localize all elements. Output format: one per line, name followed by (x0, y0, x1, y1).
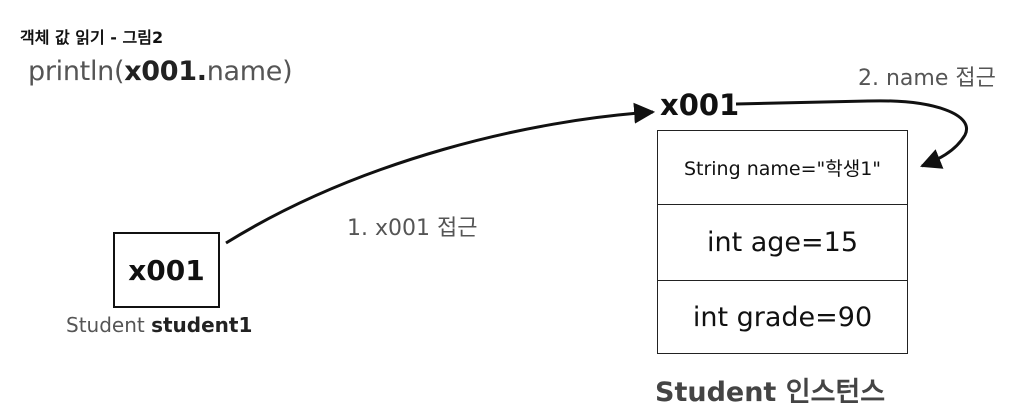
step2-label: 2. name 접근 (858, 66, 996, 91)
instance-box: String name="학생1" int age=15 int grade=9… (657, 130, 908, 354)
arrow-access-address (225, 102, 656, 245)
instance-address: x001 (660, 88, 740, 122)
reference-value: x001 (128, 253, 205, 287)
arrow-access-name (735, 99, 968, 169)
code-prefix: println( (28, 56, 125, 87)
instance-label: Student 인스턴스 (655, 377, 886, 408)
field-grade: int grade=90 (692, 301, 873, 333)
variable-type: Student (66, 313, 145, 337)
step1-label: 1. x001 접근 (347, 216, 478, 241)
reference-variable-box: x001 (113, 232, 220, 308)
code-ref: x001. (124, 56, 207, 87)
code-suffix: name) (206, 56, 293, 87)
variable-name: student1 (151, 313, 253, 337)
code-statement: println(x001.name) (28, 56, 293, 87)
variable-label: Student student1 (66, 313, 252, 337)
field-name: String name="학생1" (658, 131, 907, 205)
diagram-title: 객체 값 읽기 - 그림2 (20, 28, 164, 47)
field-age: int age=15 (658, 205, 907, 281)
